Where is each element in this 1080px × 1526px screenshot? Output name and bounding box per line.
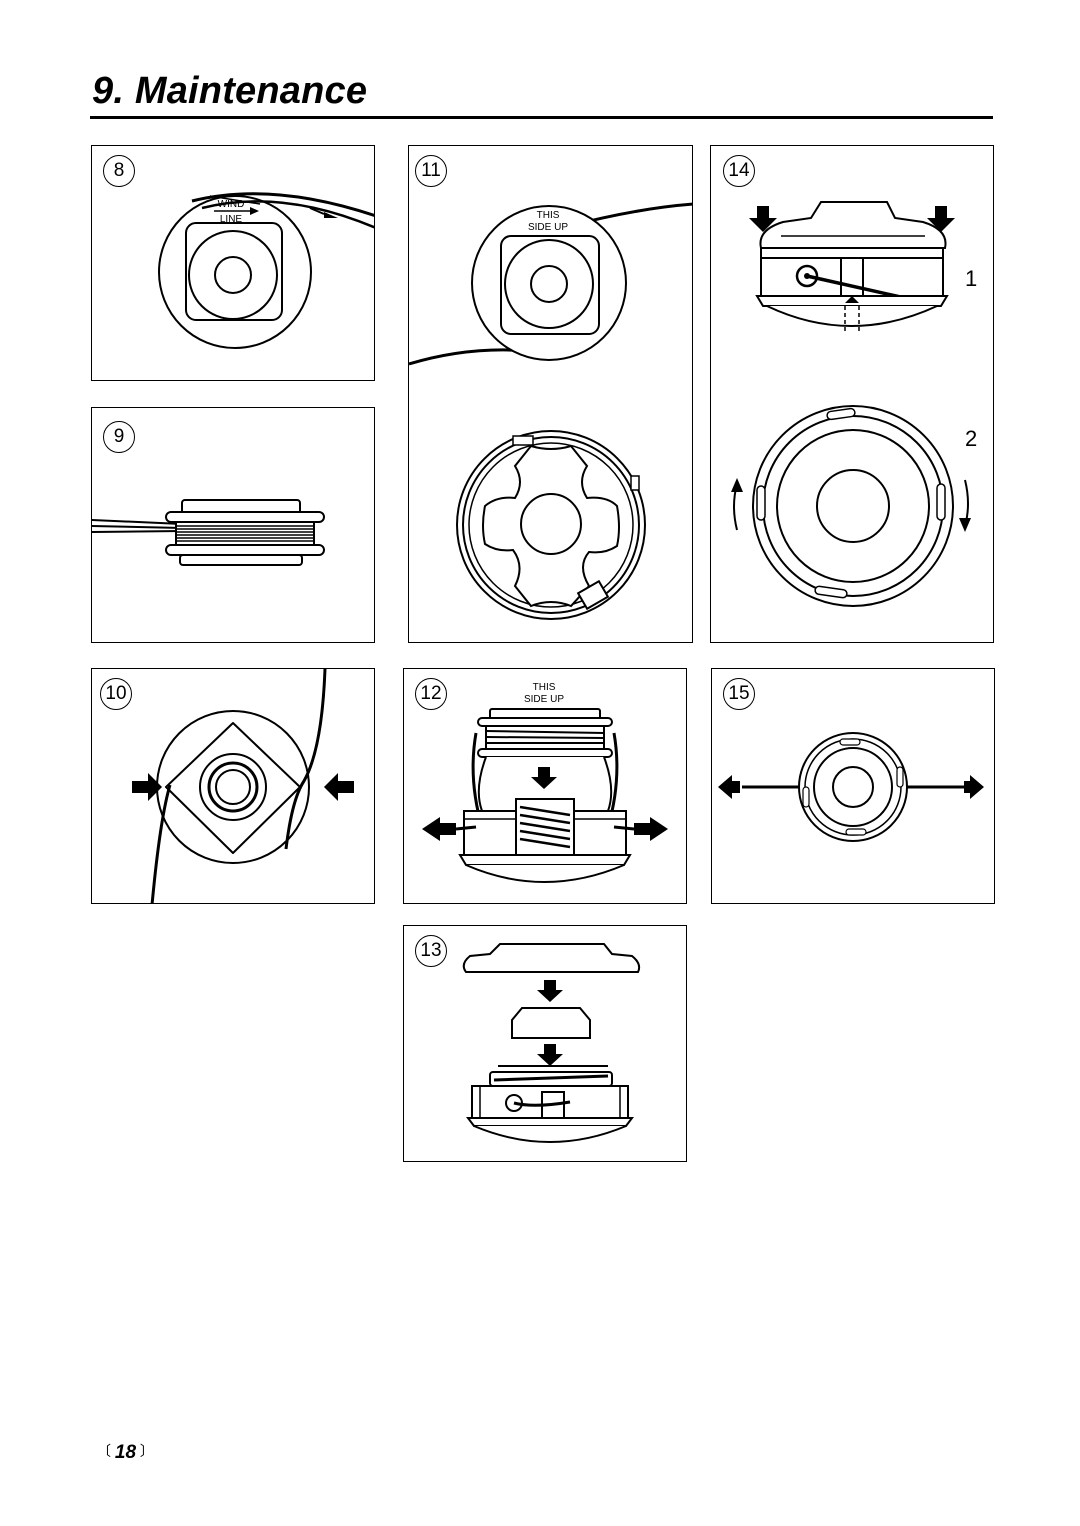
figure-8: 8 WIND LINE [91, 145, 375, 381]
figure-9-illustration [92, 499, 325, 566]
step-1-label: 1 [965, 266, 978, 291]
title-rule [90, 116, 993, 119]
page-title: 9. Maintenance [92, 70, 368, 112]
figure-15: 15 [711, 668, 995, 904]
line-label: LINE [219, 214, 243, 225]
figure-12: 12 THIS SIDE UP [403, 668, 687, 904]
this-label: THIS [536, 210, 560, 221]
figure-number-11: 11 [415, 155, 447, 187]
figure-10: 10 [91, 668, 375, 904]
figure-number-9: 9 [103, 421, 135, 453]
figure-number-13: 13 [415, 935, 447, 967]
figure-13-illustration [462, 943, 641, 1143]
figure-14-illustration [731, 201, 971, 607]
figure-11: 11 THIS SIDE UP [408, 145, 693, 643]
figure-13: 13 [403, 925, 687, 1162]
side-up-label: SIDE UP [523, 694, 564, 705]
figure-10-illustration [132, 669, 354, 903]
wind-label: WIND [217, 199, 245, 210]
this-label: THIS [532, 682, 556, 693]
figure-9: 9 [91, 407, 375, 643]
figure-number-8: 8 [103, 155, 135, 187]
figure-12-illustration [422, 708, 668, 883]
side-up-label: SIDE UP [527, 222, 568, 233]
figure-number-12: 12 [415, 678, 447, 710]
page-number-value: 18 [114, 1442, 137, 1463]
figure-11-illustration [409, 202, 692, 620]
figure-14: 14 1 2 [710, 145, 994, 643]
figure-8-illustration [158, 192, 374, 349]
figure-number-14: 14 [723, 155, 755, 187]
figure-number-15: 15 [723, 678, 755, 710]
figure-number-10: 10 [100, 678, 132, 710]
step-2-label: 2 [965, 426, 978, 451]
page-number: 〔 18 〕 [97, 1442, 154, 1463]
figure-15-illustration [718, 732, 984, 842]
